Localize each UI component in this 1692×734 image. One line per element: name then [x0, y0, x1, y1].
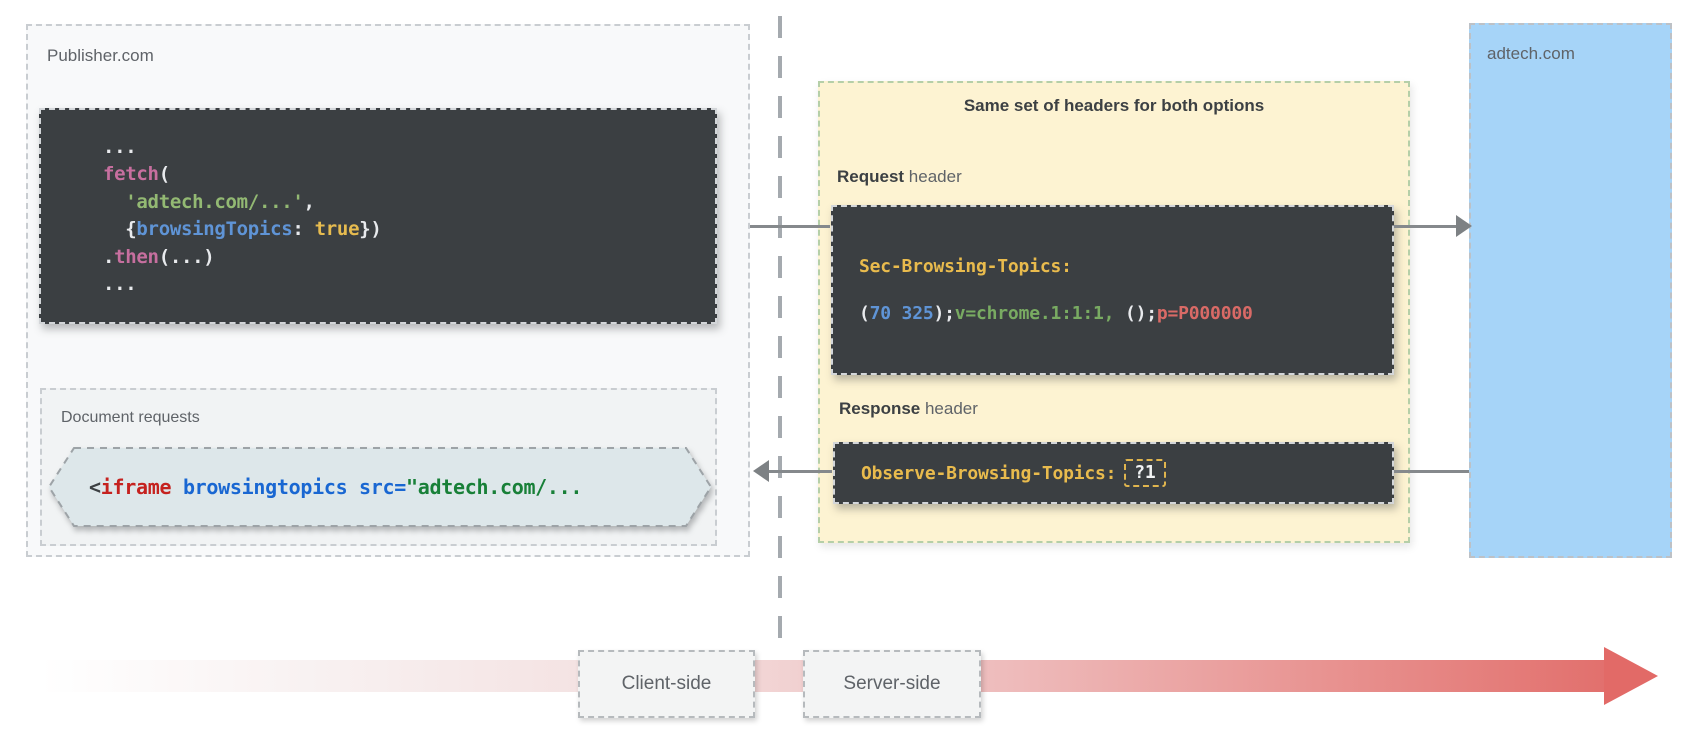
- code-line: ...: [103, 135, 137, 158]
- request-header-label-rest: header: [904, 167, 962, 186]
- code-line: {browsingTopics: true}): [103, 218, 382, 240]
- hexagon-shape: [47, 447, 713, 527]
- adtech-box: adtech.com: [1469, 23, 1672, 558]
- publisher-label: Publisher.com: [47, 46, 154, 65]
- client-side-badge: Client-side: [578, 650, 755, 718]
- server-side-badge: Server-side: [803, 650, 981, 718]
- code-line: .then(...): [103, 245, 215, 268]
- headers-panel: Same set of headers for both options Req…: [818, 81, 1410, 543]
- adtech-label: adtech.com: [1487, 44, 1575, 63]
- document-requests-label: Document requests: [61, 409, 200, 426]
- publisher-to-request-connector: [750, 225, 830, 228]
- response-header-block: Observe-Browsing-Topics: ?1: [833, 442, 1394, 504]
- request-header-label: Request header: [837, 167, 962, 187]
- response-to-publisher-arrow-line: [768, 470, 832, 473]
- server-side-label: Server-side: [843, 673, 941, 694]
- response-header-name: Observe-Browsing-Topics:: [861, 462, 1117, 484]
- right-arrowhead-icon: [1456, 215, 1472, 237]
- document-requests-box: Document requests <iframe browsingtopics…: [40, 388, 717, 546]
- iframe-code: <iframe browsingtopics src="adtech.com/.…: [89, 475, 583, 499]
- code-line: fetch(: [103, 163, 170, 185]
- response-header-label-rest: header: [920, 399, 978, 418]
- timeline-arrowhead-icon: [1604, 647, 1658, 705]
- client-server-divider: [778, 16, 782, 656]
- request-header-block: Sec-Browsing-Topics: (70 325);v=chrome.1…: [831, 205, 1394, 375]
- request-header-value: (70 325);v=chrome.1:1:1, ();p=P000000: [859, 303, 1253, 324]
- fetch-code-block: ... fetch( 'adtech.com/...', {browsingTo…: [39, 108, 717, 324]
- request-header-label-bold: Request: [837, 167, 905, 186]
- adtech-to-response-connector: [1394, 470, 1469, 473]
- publisher-box: Publisher.com ... fetch( 'adtech.com/...…: [26, 24, 750, 557]
- headers-panel-title: Same set of headers for both options: [963, 96, 1265, 115]
- response-header-label-bold: Response: [839, 399, 921, 418]
- iframe-snippet-shape: <iframe browsingtopics src="adtech.com/.…: [47, 447, 713, 527]
- client-side-label: Client-side: [621, 673, 712, 694]
- code-line: 'adtech.com/...',: [125, 190, 315, 213]
- request-to-adtech-arrow-line: [1394, 225, 1458, 228]
- request-header-name: Sec-Browsing-Topics:: [859, 256, 1072, 277]
- response-header-label: Response header: [839, 399, 978, 419]
- left-arrowhead-icon: [753, 460, 769, 482]
- observe-flag-badge: ?1: [1124, 459, 1166, 487]
- code-line: ...: [103, 273, 137, 295]
